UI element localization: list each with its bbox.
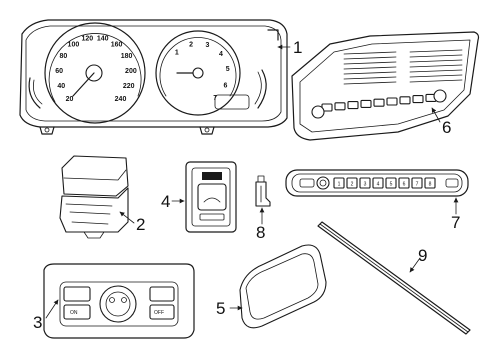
strip-key-label: 3: [364, 182, 367, 188]
strip-key: [385, 177, 397, 189]
callout-4: 4: [161, 192, 170, 211]
vent-slat: [409, 54, 463, 58]
callout-8: 8: [256, 223, 265, 242]
strip-key-label: 1: [338, 182, 341, 188]
connector-sensor: [255, 175, 271, 207]
hvac-button: [360, 99, 372, 108]
climate-control-unit: [291, 31, 480, 141]
speedometer-tick-label: 120: [81, 35, 93, 42]
speedometer-tick-label: 200: [125, 68, 137, 75]
vent-slat: [343, 51, 397, 55]
callout-9: 9: [418, 246, 427, 265]
rod-antenna: [317, 221, 471, 335]
light-panel-right-label: OFF: [154, 310, 164, 316]
vent-slat: [409, 49, 463, 53]
button-switch-strip: 1 2 3 4 5 6 7 8: [285, 169, 469, 197]
strip-key: [411, 177, 423, 189]
vent-slat: [343, 76, 397, 80]
vent-slat: [343, 56, 397, 60]
speedometer-tick-label: 20: [66, 96, 74, 103]
vent-slat: [409, 59, 463, 63]
callout-3: 3: [33, 313, 42, 332]
vent-slat: [409, 64, 463, 68]
hvac-button: [334, 102, 346, 111]
speedometer-tick-label: 240: [115, 96, 127, 103]
callout-5: 5: [216, 299, 225, 318]
light-switch-panel: ON OFF: [43, 263, 195, 339]
leader-lines: [45, 44, 459, 319]
speedometer-tick-label: 60: [55, 68, 63, 75]
speedometer-tick-label: 140: [97, 35, 109, 42]
tachometer-tick-label: 4: [219, 51, 223, 58]
callout-1: 1: [293, 38, 302, 57]
strip-key-label: 5: [390, 182, 393, 188]
vent-slat: [343, 71, 397, 75]
tachometer-tick-label: 6: [224, 82, 228, 89]
strip-key: [372, 177, 384, 189]
hvac-button: [373, 98, 385, 107]
strip-key-label: 7: [416, 182, 419, 188]
speedometer-tick-label: 180: [121, 53, 133, 60]
hvac-button: [399, 96, 411, 105]
strip-key-label: 4: [377, 182, 380, 188]
tachometer-tick-label: 2: [189, 41, 193, 48]
strip-key: [359, 177, 371, 189]
hvac-button-row: [321, 93, 437, 112]
tachometer-tick-label: 1: [175, 49, 179, 56]
callout-6: 6: [442, 118, 451, 137]
switch-module: [185, 161, 237, 233]
strip-key-label: 2: [351, 182, 354, 188]
display-unit: [239, 244, 327, 329]
callout-2: 2: [136, 215, 145, 234]
speedometer-tick-label: 100: [68, 42, 80, 49]
hvac-button: [412, 95, 424, 104]
vent-slat: [409, 74, 463, 78]
strip-key-label: 8: [429, 182, 432, 188]
strip-key: [398, 177, 410, 189]
control-module: [59, 155, 129, 239]
vent-slat: [409, 69, 463, 73]
vent-slat: [343, 61, 397, 65]
light-panel-left-label: ON: [70, 310, 78, 316]
strip-key: [346, 177, 358, 189]
tachometer-tick-label: 5: [226, 66, 230, 73]
hvac-button: [347, 101, 359, 110]
tachometer-tick-label: 3: [205, 42, 209, 49]
vent-slats: [343, 49, 463, 85]
callout-7: 7: [451, 213, 460, 232]
strip-key-label: 6: [403, 182, 406, 188]
hvac-button: [386, 97, 398, 106]
strip-key: [333, 177, 345, 189]
vent-slat: [343, 81, 397, 85]
vent-slat: [409, 79, 463, 83]
vent-slat: [343, 66, 397, 70]
strip-key: [424, 177, 436, 189]
switch-strip-keys: 1 2 3 4 5 6 7 8: [333, 177, 436, 189]
speedometer-tick-label: 220: [123, 83, 135, 90]
speedometer-tick-label: 40: [57, 83, 65, 90]
speedometer-tick-label: 160: [111, 42, 123, 49]
speedometer-tick-label: 80: [60, 53, 68, 60]
